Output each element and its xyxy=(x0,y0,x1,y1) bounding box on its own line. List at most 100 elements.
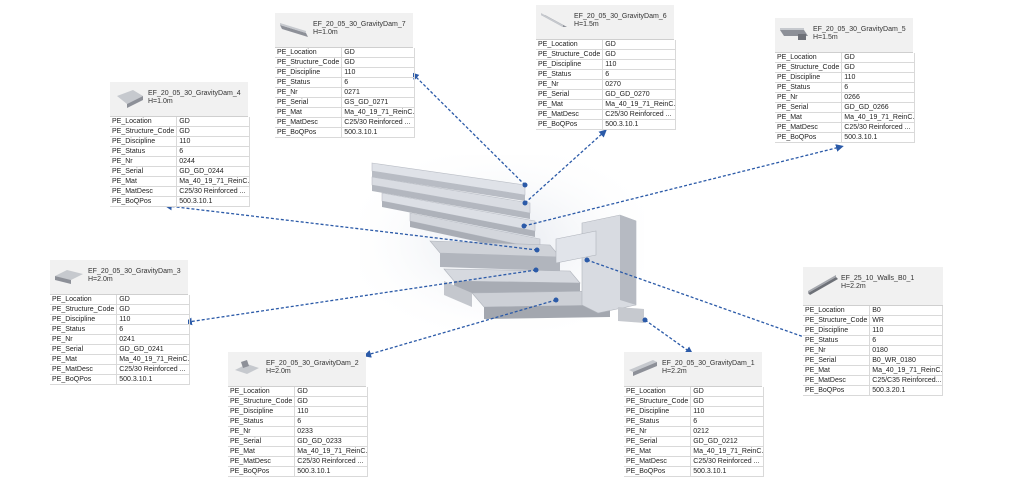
property-name: PE_Serial xyxy=(775,102,843,113)
property-value: Ma_40_19_71_ReinC... xyxy=(294,446,369,457)
property-name: PE_Mat xyxy=(228,446,296,457)
property-name: PE_MatDesc xyxy=(228,456,296,467)
property-value: 0180 xyxy=(869,345,944,356)
beam-thumbnail-icon xyxy=(629,360,657,376)
property-value: 500.3.10.1 xyxy=(690,466,765,477)
property-name: PE_Mat xyxy=(775,112,843,123)
property-value: 110 xyxy=(341,67,416,78)
property-value: GD_GD_0266 xyxy=(841,102,916,113)
property-name: PE_Nr xyxy=(228,426,296,437)
property-name: PE_MatDesc xyxy=(275,117,343,128)
property-value: 110 xyxy=(690,406,765,417)
property-value: GD_GD_0244 xyxy=(176,166,251,177)
property-name: PE_Structure_Code xyxy=(536,49,604,60)
property-name: PE_Serial xyxy=(624,436,692,447)
property-name: PE_Discipline xyxy=(775,72,843,83)
property-name: PE_Status xyxy=(775,82,843,93)
card-title: EF_20_05_30_GravityDam_4 xyxy=(148,90,241,97)
property-value: GD_GD_0212 xyxy=(690,436,765,447)
card-height: H=2.2m xyxy=(662,368,687,375)
property-value: 500.3.10.1 xyxy=(841,132,916,143)
property-name: PE_Structure_Code xyxy=(803,315,871,326)
arrow-gd6 xyxy=(524,129,607,204)
property-name: PE_Mat xyxy=(624,446,692,457)
property-name: PE_BoQPos xyxy=(624,466,692,477)
property-value: 6 xyxy=(869,335,944,346)
property-value: Ma_40_19_71_ReinC... xyxy=(176,176,251,187)
property-value: 110 xyxy=(841,72,916,83)
property-name: PE_BoQPos xyxy=(228,466,296,477)
property-value: 0266 xyxy=(841,92,916,103)
property-name: PE_Status xyxy=(803,335,871,346)
property-value: Ma_40_19_71_ReinC... xyxy=(602,99,677,110)
property-name: PE_Nr xyxy=(110,156,178,167)
property-name: PE_Status xyxy=(228,416,296,427)
arrow-gd1 xyxy=(644,319,694,355)
property-name: PE_BoQPos xyxy=(775,132,843,143)
property-value: 500.3.20.1 xyxy=(869,385,944,396)
property-value: 500.3.10.1 xyxy=(294,466,369,477)
property-value: GD xyxy=(176,126,251,137)
property-value: B0 xyxy=(869,306,944,316)
property-value: C25/30 Reinforced ... xyxy=(294,456,369,467)
property-name: PE_BoQPos xyxy=(536,119,604,130)
property-name: PE_Location xyxy=(275,48,343,58)
property-value: 6 xyxy=(690,416,765,427)
property-name: PE_Serial xyxy=(50,344,118,355)
beam-thumbnail-icon xyxy=(541,13,567,27)
arrow-gd2 xyxy=(363,299,557,358)
card-height: H=2.2m xyxy=(841,283,866,290)
property-name: PE_Discipline xyxy=(228,406,296,417)
property-value: C25/30 Reinforced ... xyxy=(176,186,251,197)
property-value: 0241 xyxy=(116,334,191,345)
property-value: GD xyxy=(294,396,369,407)
property-value: 6 xyxy=(116,324,191,335)
property-name: PE_Location xyxy=(536,40,604,50)
wall-thumbnail-icon xyxy=(808,275,838,295)
property-value: B0_WR_0180 xyxy=(869,355,944,366)
property-name: PE_Discipline xyxy=(275,67,343,78)
property-name: PE_Mat xyxy=(50,354,118,365)
property-name: PE_Nr xyxy=(624,426,692,437)
property-name: PE_Location xyxy=(110,117,178,127)
property-value: 6 xyxy=(294,416,369,427)
property-value: C25/30 Reinforced ... xyxy=(341,117,416,128)
property-value: GD xyxy=(602,49,677,60)
beam-thumbnail-icon xyxy=(780,28,808,40)
property-value: GD xyxy=(690,387,765,397)
property-value: 110 xyxy=(294,406,369,417)
arrow-wall1 xyxy=(586,259,822,345)
property-name: PE_Structure_Code xyxy=(624,396,692,407)
property-value: WR xyxy=(869,315,944,326)
property-value: 110 xyxy=(176,136,251,147)
property-name: PE_Discipline xyxy=(110,136,178,147)
card-title: EF_25_10_Walls_B0_1 xyxy=(841,275,915,282)
property-value: 500.3.10.1 xyxy=(176,196,251,207)
property-value: 0271 xyxy=(341,87,416,98)
property-value: 110 xyxy=(116,314,191,325)
property-value: 500.3.10.1 xyxy=(341,127,416,138)
property-value: 6 xyxy=(841,82,916,93)
property-name: PE_Location xyxy=(775,53,843,63)
property-name: PE_Serial xyxy=(275,97,343,108)
card-height: H=1.5m xyxy=(813,34,838,41)
property-name: PE_Discipline xyxy=(50,314,118,325)
property-value: GD_GD_0241 xyxy=(116,344,191,355)
card-title: EF_20_05_30_GravityDam_7 xyxy=(313,21,406,28)
card-height: H=2.0m xyxy=(88,276,113,283)
